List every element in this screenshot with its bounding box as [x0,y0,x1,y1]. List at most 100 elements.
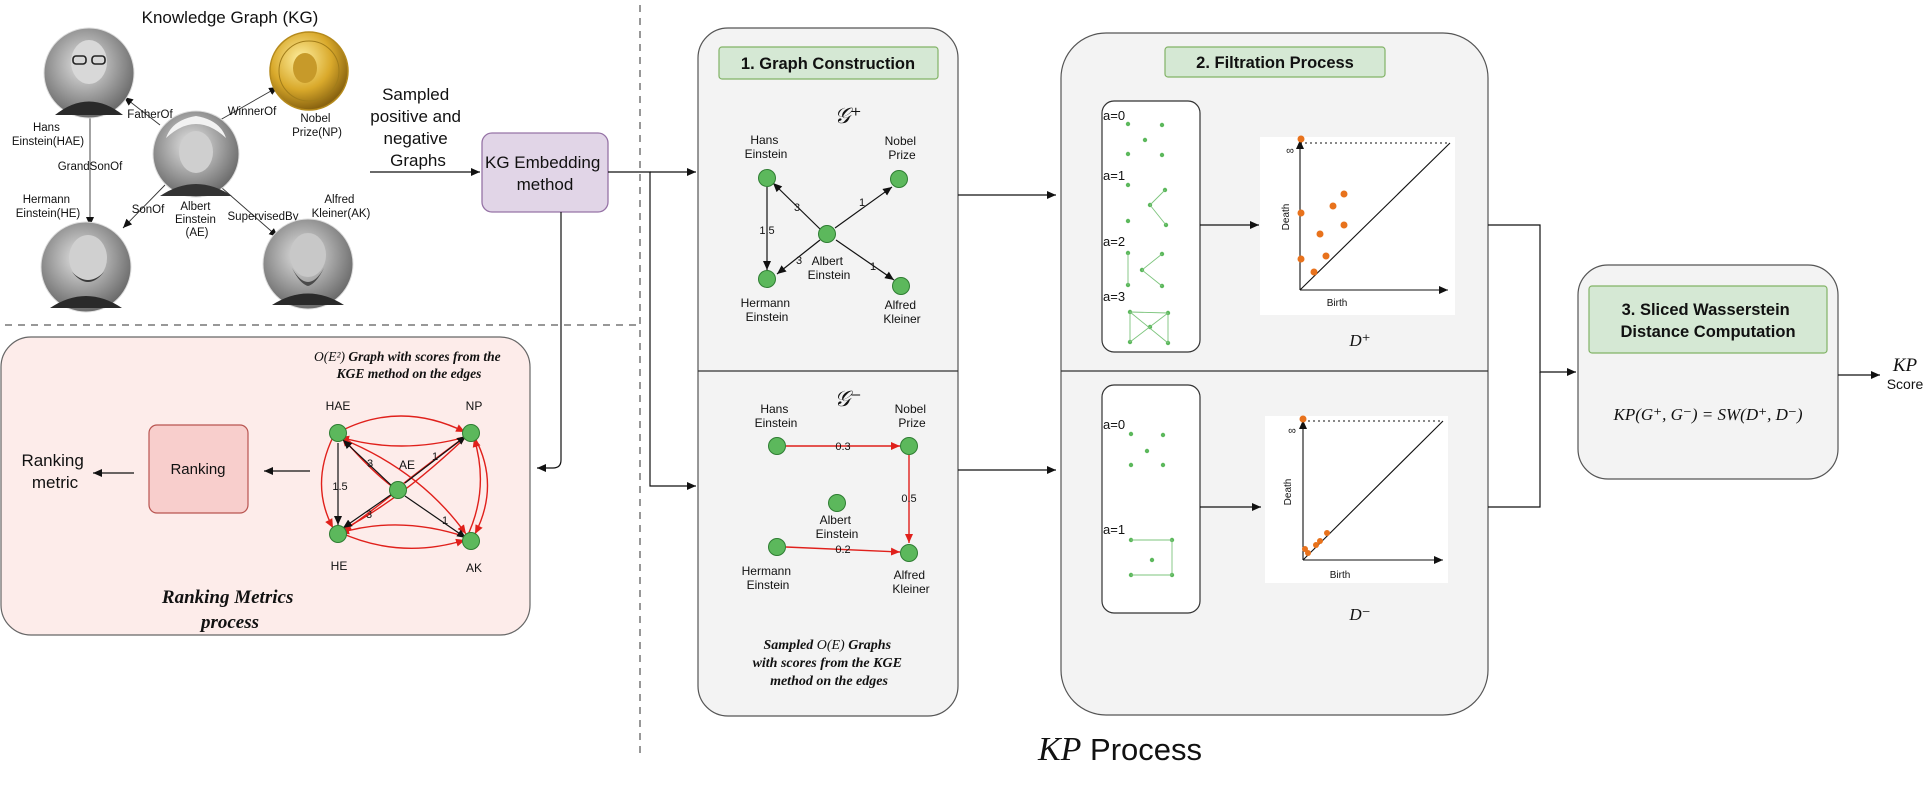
sliced-title-box [1588,285,1828,354]
edge-label-son-of: SonOf [132,204,165,216]
pos-edge-ae-hans [772,182,821,230]
filtration-panel: 2. Filtration Process a=0 a=1 a=2 a=3 ∞ … [1060,32,1489,716]
pos-label-hans: Hans Einstein [745,133,788,161]
node-label-hae: Hans Einstein(HAE) [12,122,84,148]
pd-pos-point [1297,135,1305,143]
neg-weight-hermann-alfred: 0.2 [835,544,850,556]
portrait-hans-einstein [43,27,135,119]
pd-pos-point [1329,202,1337,210]
neg-label-albert: Albert Einstein [816,513,859,541]
pos-weight-nobel: 1 [859,197,865,209]
kge-method-box [481,132,609,213]
portrait-nobel-medal [269,31,349,111]
neg-node-albert [828,494,846,512]
ranking-black-edges [334,435,467,539]
pos-weight-hans-hermann: 1.5 [759,225,774,237]
rank-label-np: NP [466,399,483,413]
pos-filtration-box [1101,100,1201,353]
rank-label-hae: HAE [326,399,351,413]
g-plus-symbol: 𝒢⁺ [834,103,861,128]
pd-pos-point [1297,209,1305,217]
graph-construction-title-box [718,46,939,80]
persistence-diagram-neg: ∞ Death Birth [1265,415,1448,583]
filtration-title-box [1164,46,1386,78]
pd-pos-point [1316,230,1324,238]
edge-label-winner-of: WinnerOf [228,106,277,118]
ranking-box-label: Ranking [170,461,225,478]
pd-pos-point [1322,252,1330,260]
neg-label-alfred: Alfred Kleiner [892,568,929,596]
neg-level-0: a=0 [1103,417,1125,432]
pd-pos-point [1340,190,1348,198]
pd-pos-birth-label: Birth [1327,298,1348,309]
pos-label-nobel: Nobel Prize [885,134,920,162]
neg-label-hans: Hans Einstein [755,402,798,430]
node-label-he: Hermann Einstein(HE) [16,194,81,220]
rank-weight-ae-hae: 3 [367,458,373,470]
sliced-title: 3. Sliced Wasserstein Distance Computati… [1620,301,1795,341]
pd-neg-point [1317,538,1323,544]
pd-neg-point [1313,542,1319,548]
rank-label-ak: AK [466,561,482,575]
kp-score-label: Score [1887,376,1924,392]
kge-method-label: KG Embedding method [485,153,605,194]
kg-edge-son-of [122,184,166,229]
pos-label-alfred: Alfred Kleiner [883,298,920,326]
rank-weight-hae-he: 1.5 [332,481,347,493]
pd-pos-point [1340,221,1348,229]
ranking-box [148,424,249,514]
pos-node-nobel [890,170,908,188]
kp-score-kp: KP [1892,355,1918,376]
ranking-caption: O(E²) Graph with scores from the KGE met… [314,349,504,381]
neg-label-nobel: Nobel Prize [895,402,930,430]
arrow-kge-to-ranking [537,212,562,472]
pos-weight-hans: 3 [794,202,800,214]
kg-edge-father-of [123,96,161,126]
d-minus-label: D⁻ [1348,605,1370,624]
graph-construction-caption: Sampled O(E) Graphs with scores from the… [753,638,906,689]
arrow-dminus-to-sw [1488,372,1541,508]
neg-node-hermann [768,538,786,556]
pos-level-1: a=1 [1103,168,1125,183]
rank-label-he: HE [331,559,348,573]
sampled-graphs-label: Sampled positive and negative Graphs [370,85,465,170]
kg-edge-winner-of [219,86,279,121]
rank-weight-ae-he: 3 [366,509,372,521]
d-plus-label: D⁺ [1348,331,1370,350]
node-label-ae: Albert Einstein (AE) [175,201,219,239]
pos-edge-ae-alfred [835,239,895,281]
g-minus-symbol: 𝒢⁻ [834,386,861,411]
neg-label-hermann: Hermann Einstein [742,564,795,592]
rank-node-np [462,424,480,442]
rank-node-ak [462,532,480,550]
pos-edge-ae-nobel [834,186,893,229]
arrow-kge-to-construction [608,171,696,490]
sw-formula: KP(G⁺, G⁻) = SW(D⁺, D⁻) [1612,405,1802,424]
pos-label-hermann: Hermann Einstein [741,296,794,324]
neg-edge-hermann-alfred [785,546,901,556]
pd-neg-point [1305,550,1311,556]
neg-node-hans [768,437,786,455]
rank-weight-ae-np: 1 [432,451,438,463]
edge-label-father-of: FatherOf [127,109,173,121]
pd-neg-death-label: Death [1283,479,1294,506]
pd-neg-birth-label: Birth [1330,570,1351,581]
kg-edge-supervised-by [221,187,279,238]
rank-label-ae: AE [399,458,415,472]
node-label-ak: Alfred Kleiner(AK) [312,194,371,220]
pos-node-alfred [892,277,910,295]
neg-node-nobel [900,437,918,455]
ranking-panel: O(E²) Graph with scores from the KGE met… [0,336,531,636]
knowledge-graph: Knowledge Graph (KG) FatherOf WinnerOf G… [12,8,371,313]
neg-node-alfred [900,544,918,562]
ranking-panel-title: Ranking Metrics process [161,587,298,633]
ranking-metric-label: Ranking metric [21,451,88,492]
pos-level-3: a=3 [1103,289,1125,304]
rank-node-ae [389,481,407,499]
portrait-alfred-kleiner [262,218,354,310]
persistence-diagram-pos: ∞ Death Birth [1260,135,1455,315]
pos-edge-ae-hermann [776,239,821,275]
rank-node-hae [329,424,347,442]
kp-process-caption: KP Process [1037,731,1202,768]
